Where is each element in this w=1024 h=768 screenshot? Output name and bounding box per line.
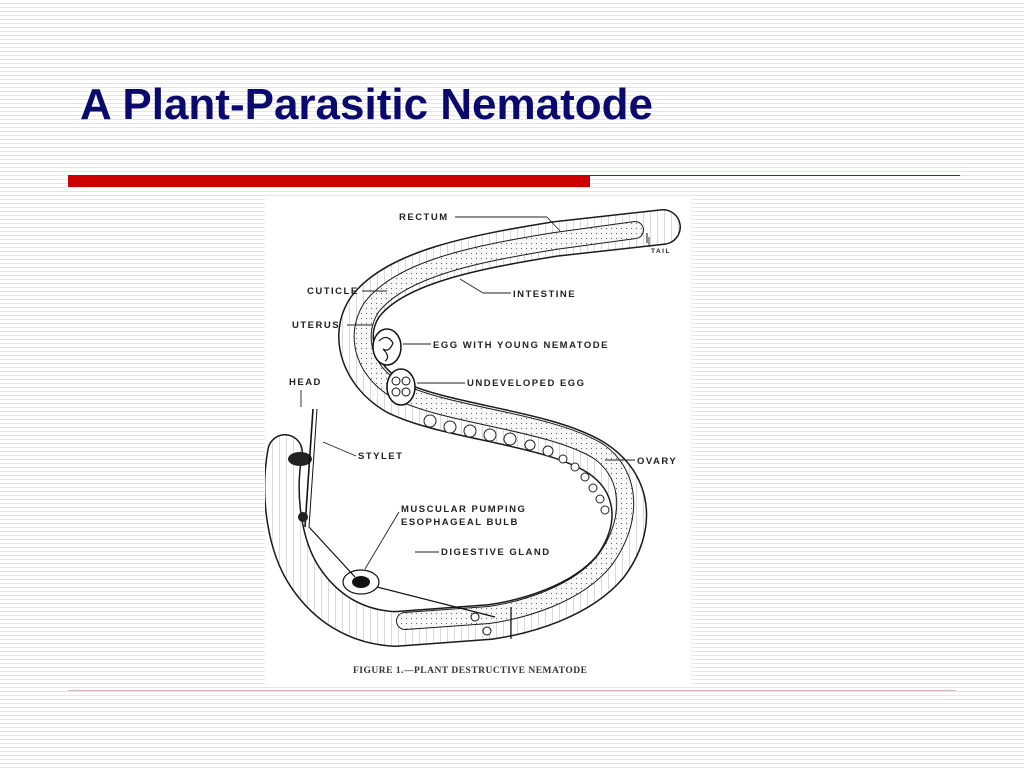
label-uterus: UTERUS	[292, 320, 340, 331]
slide-title: A Plant-Parasitic Nematode	[80, 80, 653, 129]
head-structures	[288, 408, 512, 639]
label-intestine: INTESTINE	[513, 289, 576, 300]
label-undeveloped-egg: UNDEVELOPED EGG	[467, 378, 586, 389]
label-ovary: OVARY	[637, 456, 677, 467]
nematode-figure: RECTUM TAIL INTESTINE CUTICLE UTERUS EGG…	[265, 197, 691, 685]
label-head: HEAD	[289, 377, 322, 388]
eggs	[372, 328, 416, 406]
label-digestive-gland: DIGESTIVE GLAND	[441, 547, 551, 558]
title-accent-bar	[68, 175, 590, 187]
title-accent-line	[590, 175, 960, 176]
nematode-body	[265, 209, 681, 647]
leader-lines	[300, 216, 650, 570]
label-muscular-1: MUSCULAR PUMPING	[401, 504, 526, 515]
label-egg-young: EGG WITH YOUNG NEMATODE	[433, 340, 609, 351]
label-rectum: RECTUM	[399, 212, 449, 223]
label-cuticle: CUTICLE	[307, 286, 359, 297]
nematode-diagram: RECTUM TAIL INTESTINE CUTICLE UTERUS EGG…	[265, 209, 681, 676]
label-tail: TAIL	[651, 248, 671, 255]
label-stylet: STYLET	[358, 451, 403, 462]
ovary-cells	[423, 414, 610, 515]
figure-caption: FIGURE 1.—PLANT DESTRUCTIVE NEMATODE	[353, 666, 587, 676]
diagram-labels: RECTUM TAIL INTESTINE CUTICLE UTERUS EGG…	[289, 212, 677, 676]
label-muscular-2: ESOPHAGEAL BULB	[401, 517, 519, 528]
footer-divider	[68, 690, 956, 691]
